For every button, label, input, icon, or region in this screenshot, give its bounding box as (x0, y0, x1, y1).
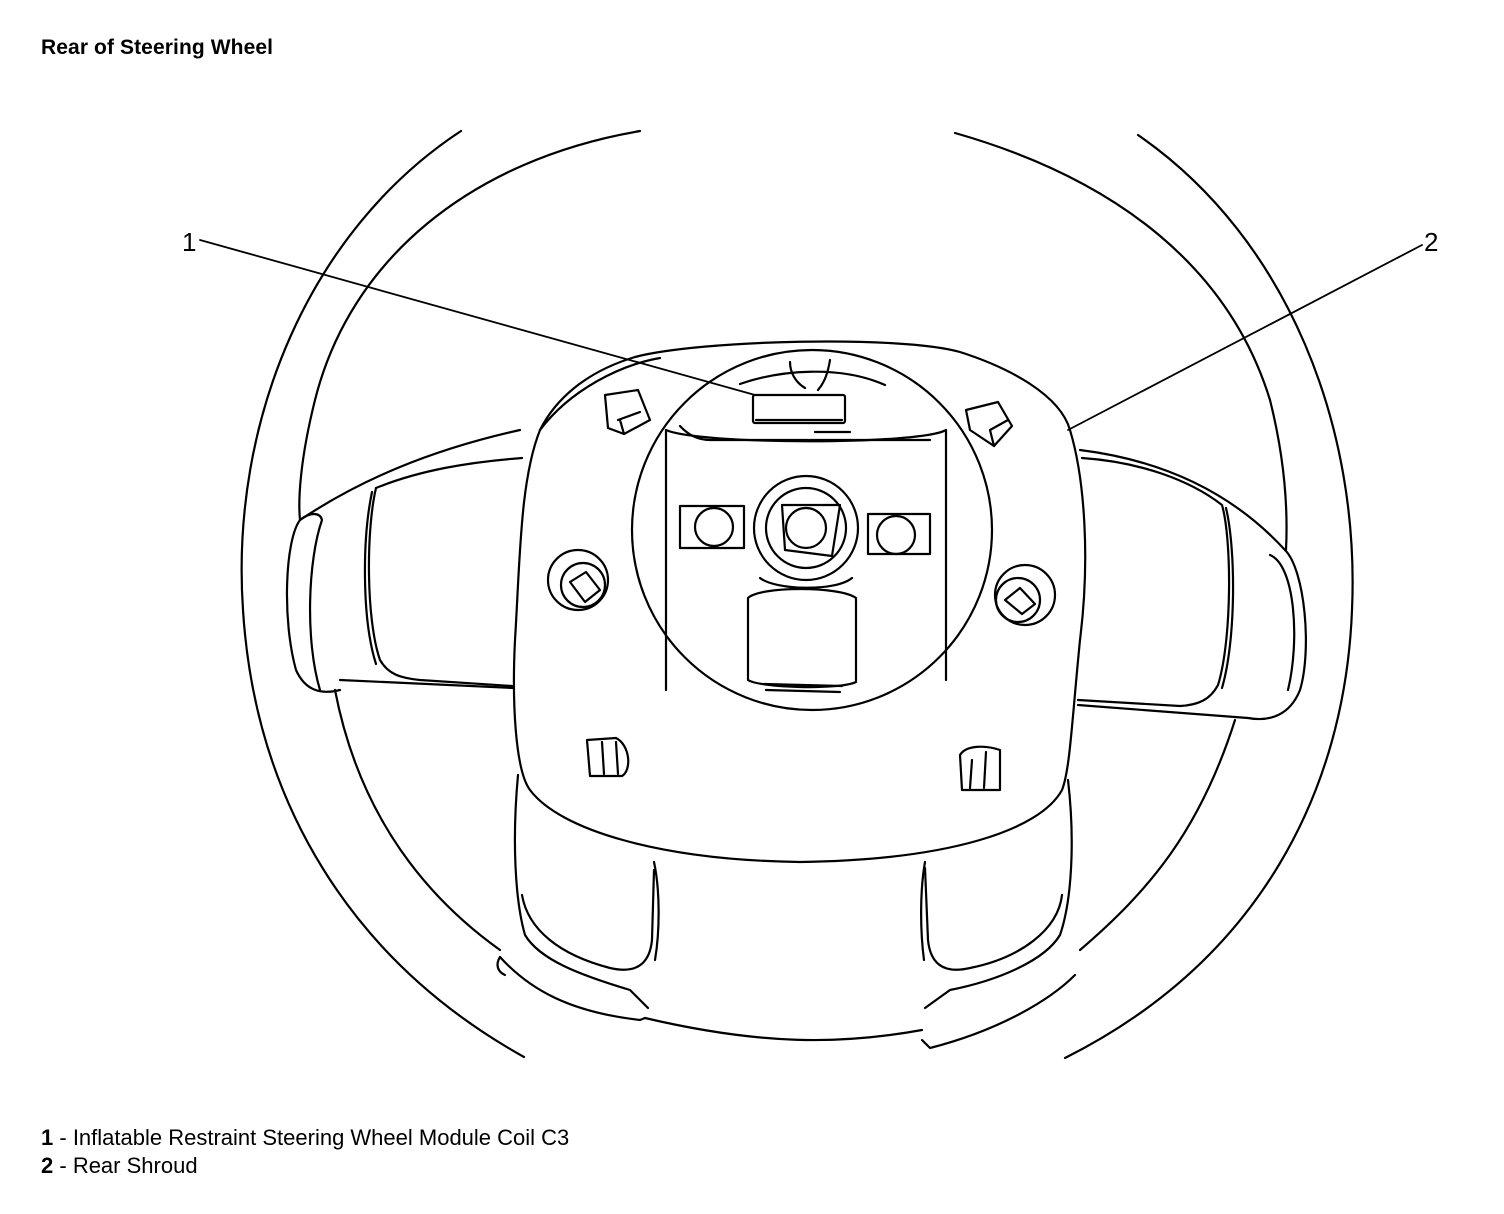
module-coil-connector (751, 393, 847, 425)
mounting-hole-left (546, 548, 610, 612)
column-block (746, 576, 858, 694)
legend-separator: - (53, 1125, 73, 1150)
legend-label: Rear Shroud (72, 1153, 198, 1178)
left-spoke (285, 428, 524, 693)
clip-upper-left (603, 388, 652, 436)
legend-separator: - (53, 1153, 73, 1178)
legend-number: 1 (41, 1125, 54, 1150)
steering-shaft-nut (752, 474, 860, 582)
diagram-title: Rear of Steering Wheel (41, 36, 274, 59)
lower-spokes (496, 773, 1077, 1050)
hub-opening (630, 348, 994, 712)
clip-upper-right (964, 400, 1014, 448)
rear-shroud (512, 340, 1087, 864)
legend-item-2: 2 - Rear Shroud (41, 1152, 569, 1180)
callout-number-2: 2 (1424, 227, 1438, 257)
steering-wheel-rim (240, 129, 1354, 1060)
legend: 1 - Inflatable Restraint Steering Wheel … (41, 1124, 569, 1180)
side-bracket-right (866, 512, 932, 556)
callout-leader-2 (1067, 244, 1423, 431)
legend-label: Inflatable Restraint Steering Wheel Modu… (72, 1125, 570, 1150)
legend-number: 2 (41, 1153, 54, 1178)
side-bracket-left (678, 504, 746, 550)
callout-number-1: 1 (182, 227, 196, 257)
slot-lower-right (958, 745, 1002, 792)
slot-lower-left (585, 736, 630, 778)
right-spoke (1076, 448, 1307, 721)
legend-item-1: 1 - Inflatable Restraint Steering Wheel … (41, 1124, 569, 1152)
mounting-hole-right (993, 563, 1057, 627)
callout-leader-1 (199, 239, 756, 396)
